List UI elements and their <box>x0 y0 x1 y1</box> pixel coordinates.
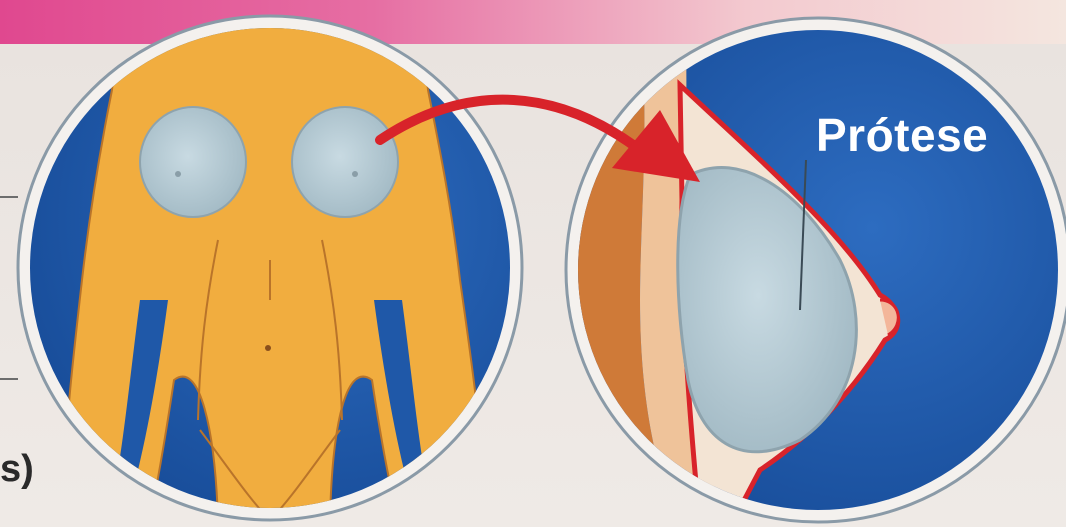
right-circle <box>560 18 1066 527</box>
front-torso-illustration <box>60 20 488 520</box>
left-circle <box>18 16 522 520</box>
prosthesis-label: Prótese <box>816 108 988 162</box>
